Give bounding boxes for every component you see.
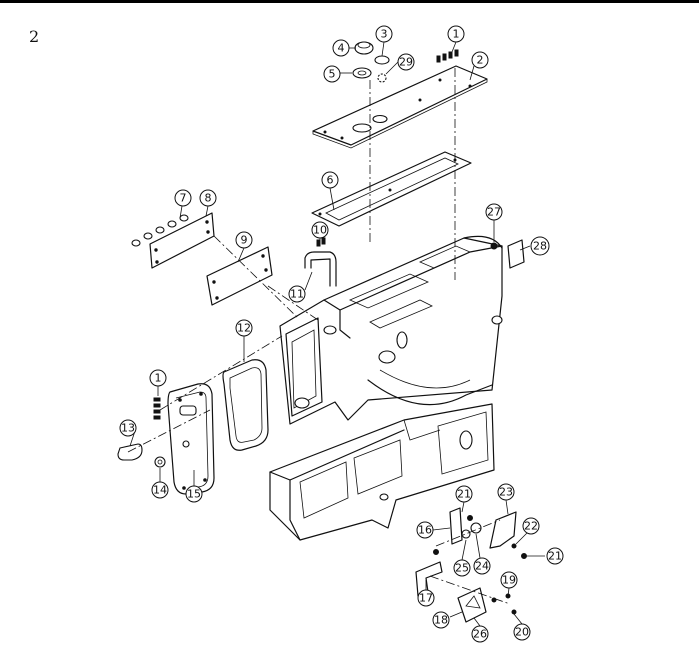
top-gasket xyxy=(311,151,472,227)
svg-text:27: 27 xyxy=(487,206,501,219)
arm-side-bracket xyxy=(490,239,525,269)
callout-8: 8 xyxy=(199,189,217,207)
svg-text:25: 25 xyxy=(455,562,469,575)
svg-text:15: 15 xyxy=(187,488,201,501)
svg-text:23: 23 xyxy=(499,486,513,499)
assembly-lines xyxy=(127,68,511,605)
callout-2: 2 xyxy=(471,51,489,69)
svg-text:13: 13 xyxy=(121,422,135,435)
svg-text:28: 28 xyxy=(533,240,547,253)
svg-text:8: 8 xyxy=(205,192,212,205)
face-plate-screws xyxy=(153,397,161,420)
rubber-plug xyxy=(154,456,166,468)
callout-24: 24 xyxy=(473,557,491,575)
knee-lifter-parts xyxy=(415,507,527,623)
svg-text:14: 14 xyxy=(153,484,167,497)
callout-9: 9 xyxy=(235,231,253,249)
svg-text:18: 18 xyxy=(434,614,448,627)
callout-20: 20 xyxy=(513,623,531,641)
svg-text:20: 20 xyxy=(515,626,529,639)
callout-16: 16 xyxy=(416,521,434,539)
callout-17: 17 xyxy=(417,589,435,607)
svg-text:4: 4 xyxy=(338,42,345,55)
callout-26: 26 xyxy=(471,625,489,643)
svg-text:6: 6 xyxy=(327,174,334,187)
svg-text:17: 17 xyxy=(419,592,433,605)
callout-25: 25 xyxy=(453,559,471,577)
svg-text:21: 21 xyxy=(548,550,562,563)
side-cover-plate xyxy=(131,212,215,269)
svg-text:9: 9 xyxy=(241,234,248,247)
callout-11: 11 xyxy=(288,285,306,303)
svg-text:26: 26 xyxy=(473,628,487,641)
svg-text:21: 21 xyxy=(457,488,471,501)
svg-text:29: 29 xyxy=(399,56,413,69)
callout-4: 4 xyxy=(332,39,350,57)
callout-1-left: 1 xyxy=(149,369,167,387)
callout-29: 29 xyxy=(397,53,415,71)
svg-text:1: 1 xyxy=(155,372,162,385)
svg-text:2: 2 xyxy=(477,54,484,67)
page-number: 2 xyxy=(29,27,40,46)
callout-12: 12 xyxy=(235,319,253,337)
svg-text:19: 19 xyxy=(502,574,516,587)
callout-27: 27 xyxy=(485,203,503,221)
svg-text:7: 7 xyxy=(180,192,187,205)
svg-text:10: 10 xyxy=(313,224,327,237)
oil-cap-parts xyxy=(352,41,390,83)
oil-window-cap xyxy=(117,443,143,461)
callout-13: 13 xyxy=(119,419,137,437)
svg-text:11: 11 xyxy=(290,288,304,301)
svg-text:16: 16 xyxy=(418,524,432,537)
callout-1-top: 1 xyxy=(447,25,465,43)
svg-text:12: 12 xyxy=(237,322,251,335)
top-screws xyxy=(436,49,459,63)
callout-15: 15 xyxy=(185,485,203,503)
svg-text:22: 22 xyxy=(524,520,538,533)
leader-lines xyxy=(129,41,545,627)
callout-6: 6 xyxy=(321,171,339,189)
top-rule xyxy=(0,0,699,3)
side-gasket xyxy=(206,246,273,306)
machine-arm-body xyxy=(279,235,503,425)
callout-10: 10 xyxy=(311,221,329,239)
callout-14: 14 xyxy=(151,481,169,499)
callout-3: 3 xyxy=(375,25,393,43)
callout-22: 22 xyxy=(522,517,540,535)
callout-21-upper: 21 xyxy=(455,485,473,503)
callout-21-right: 21 xyxy=(546,547,564,565)
svg-text:1: 1 xyxy=(453,28,460,41)
machine-bed-base xyxy=(269,403,495,541)
callout-7: 7 xyxy=(174,189,192,207)
top-cover-plate xyxy=(312,65,488,149)
face-gasket xyxy=(222,359,269,451)
face-plate xyxy=(167,383,215,495)
callout-5: 5 xyxy=(323,65,341,83)
svg-text:24: 24 xyxy=(475,560,489,573)
callout-23: 23 xyxy=(497,483,515,501)
callout-28: 28 xyxy=(530,236,550,256)
lifting-handle xyxy=(304,237,337,287)
svg-text:3: 3 xyxy=(381,28,388,41)
svg-text:5: 5 xyxy=(329,68,336,81)
callout-19: 19 xyxy=(500,571,518,589)
callout-18: 18 xyxy=(432,611,450,629)
